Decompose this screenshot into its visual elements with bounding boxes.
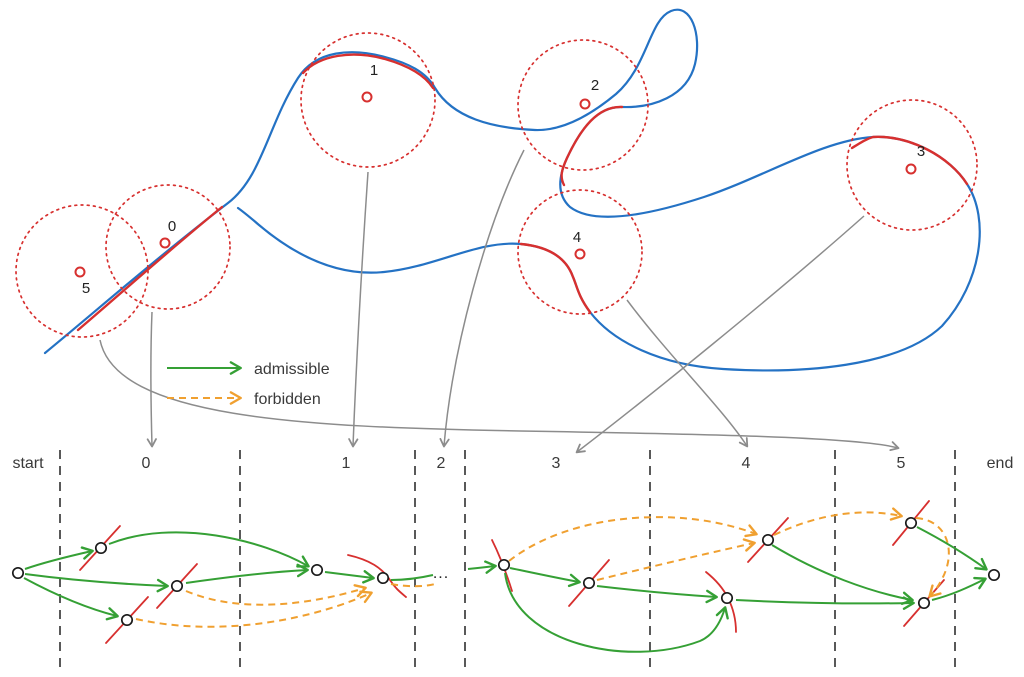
column-label-4: 4 xyxy=(742,455,751,472)
legend-forbidden-label: forbidden xyxy=(254,391,321,408)
admissible-edge-6 xyxy=(390,574,434,581)
waypoint-label-2: 2 xyxy=(591,77,599,94)
map-panel: 0 1 2 3 4 5 xyxy=(15,8,981,454)
waypoint-center-5 xyxy=(74,266,86,278)
column-label-1: 1 xyxy=(342,455,351,472)
graph-node-0b xyxy=(120,613,134,627)
admissible-edge-8 xyxy=(509,567,581,588)
waypoint-label-1: 1 xyxy=(370,62,378,79)
trajectory-waypoint-overlap-1 xyxy=(301,53,435,90)
admissible-edge-10 xyxy=(596,585,718,604)
forbidden-edge-1 xyxy=(135,590,373,628)
admissible-edge-11 xyxy=(771,544,914,605)
waypoint-center-1 xyxy=(361,91,373,103)
trajectory-waypoint-overlap-0 xyxy=(76,205,224,332)
admissible-edge-14 xyxy=(931,576,987,601)
waypoint-region-4 xyxy=(517,189,643,315)
graph-node-4a xyxy=(761,533,775,547)
waypoint-region-3 xyxy=(846,99,978,231)
forbidden-edge-3 xyxy=(508,516,758,562)
waypoint-center-4 xyxy=(574,248,586,260)
admissible-edge-0 xyxy=(24,546,94,570)
trajectory-curve xyxy=(43,8,981,372)
waypoint-label-0: 0 xyxy=(168,218,176,235)
admissible-edge-2 xyxy=(24,573,169,593)
forbidden-edge-0 xyxy=(185,584,367,606)
waypoint-center-0 xyxy=(159,237,171,249)
forbidden-edge-2 xyxy=(390,583,436,588)
trajectory-waypoint-overlap-2 xyxy=(560,105,624,187)
waypoint-region-5 xyxy=(15,204,149,338)
forbidden-edge-4 xyxy=(596,538,756,581)
admissible-edge-9 xyxy=(504,572,729,653)
column-label-start: start xyxy=(12,455,44,472)
map-to-column-connector-5 xyxy=(99,339,900,452)
column-label-3: 3 xyxy=(552,455,561,472)
graph-panel: start 0 1 2 3 4 5 end... xyxy=(11,450,1014,674)
graph-node-0a xyxy=(94,541,108,555)
map-to-column-connector-4 xyxy=(626,299,749,448)
graph-node-3a xyxy=(497,558,511,572)
admissible-edge-4 xyxy=(185,563,309,584)
column-label-2: 2 xyxy=(437,455,446,472)
column-label-end: end xyxy=(987,455,1014,472)
admissible-edge-12 xyxy=(735,596,915,610)
map-to-column-connector-3 xyxy=(575,215,865,454)
node-tangent-3 xyxy=(347,554,407,598)
graph-node-4b xyxy=(720,591,734,605)
trajectory-waypoint-overlap-4 xyxy=(519,242,592,314)
waypoint-region-2 xyxy=(517,39,649,171)
graph-node-1a xyxy=(310,563,324,577)
waypoint-label-3: 3 xyxy=(917,143,925,160)
admissible-edge-3 xyxy=(108,531,310,568)
graph-node-3b xyxy=(582,576,596,590)
waypoint-label-5: 5 xyxy=(82,280,90,297)
admissible-edge-1 xyxy=(23,577,119,621)
admissible-edge-5 xyxy=(324,570,375,584)
graph-node-1b xyxy=(376,571,390,585)
column-label-0: 0 xyxy=(142,455,151,472)
waypoint-region-0 xyxy=(105,184,231,310)
graph-node-start xyxy=(11,566,25,580)
graph-node-end xyxy=(987,568,1001,582)
trajectory-waypoint-overlap-3 xyxy=(850,135,969,186)
graph-node-5b xyxy=(917,596,931,610)
graph-node-0c xyxy=(170,579,184,593)
ellipsis: ... xyxy=(433,565,449,582)
column-label-5: 5 xyxy=(897,455,906,472)
legend-admissible-label: admissible xyxy=(254,361,330,378)
waypoint-region-1 xyxy=(300,32,436,168)
legend: admissible forbidden xyxy=(167,361,330,408)
graph-node-5a xyxy=(904,516,918,530)
map-to-column-connector-0 xyxy=(146,311,157,448)
admissible-edge-7 xyxy=(467,560,497,574)
map-to-column-connector-1 xyxy=(348,171,369,448)
waypoint-center-3 xyxy=(905,163,917,175)
waypoint-label-4: 4 xyxy=(573,229,581,246)
waypoint-center-2 xyxy=(579,98,591,110)
map-to-column-connector-2 xyxy=(439,149,525,448)
admissible-edge-13 xyxy=(916,526,988,571)
forbidden-edge-5 xyxy=(773,507,903,536)
